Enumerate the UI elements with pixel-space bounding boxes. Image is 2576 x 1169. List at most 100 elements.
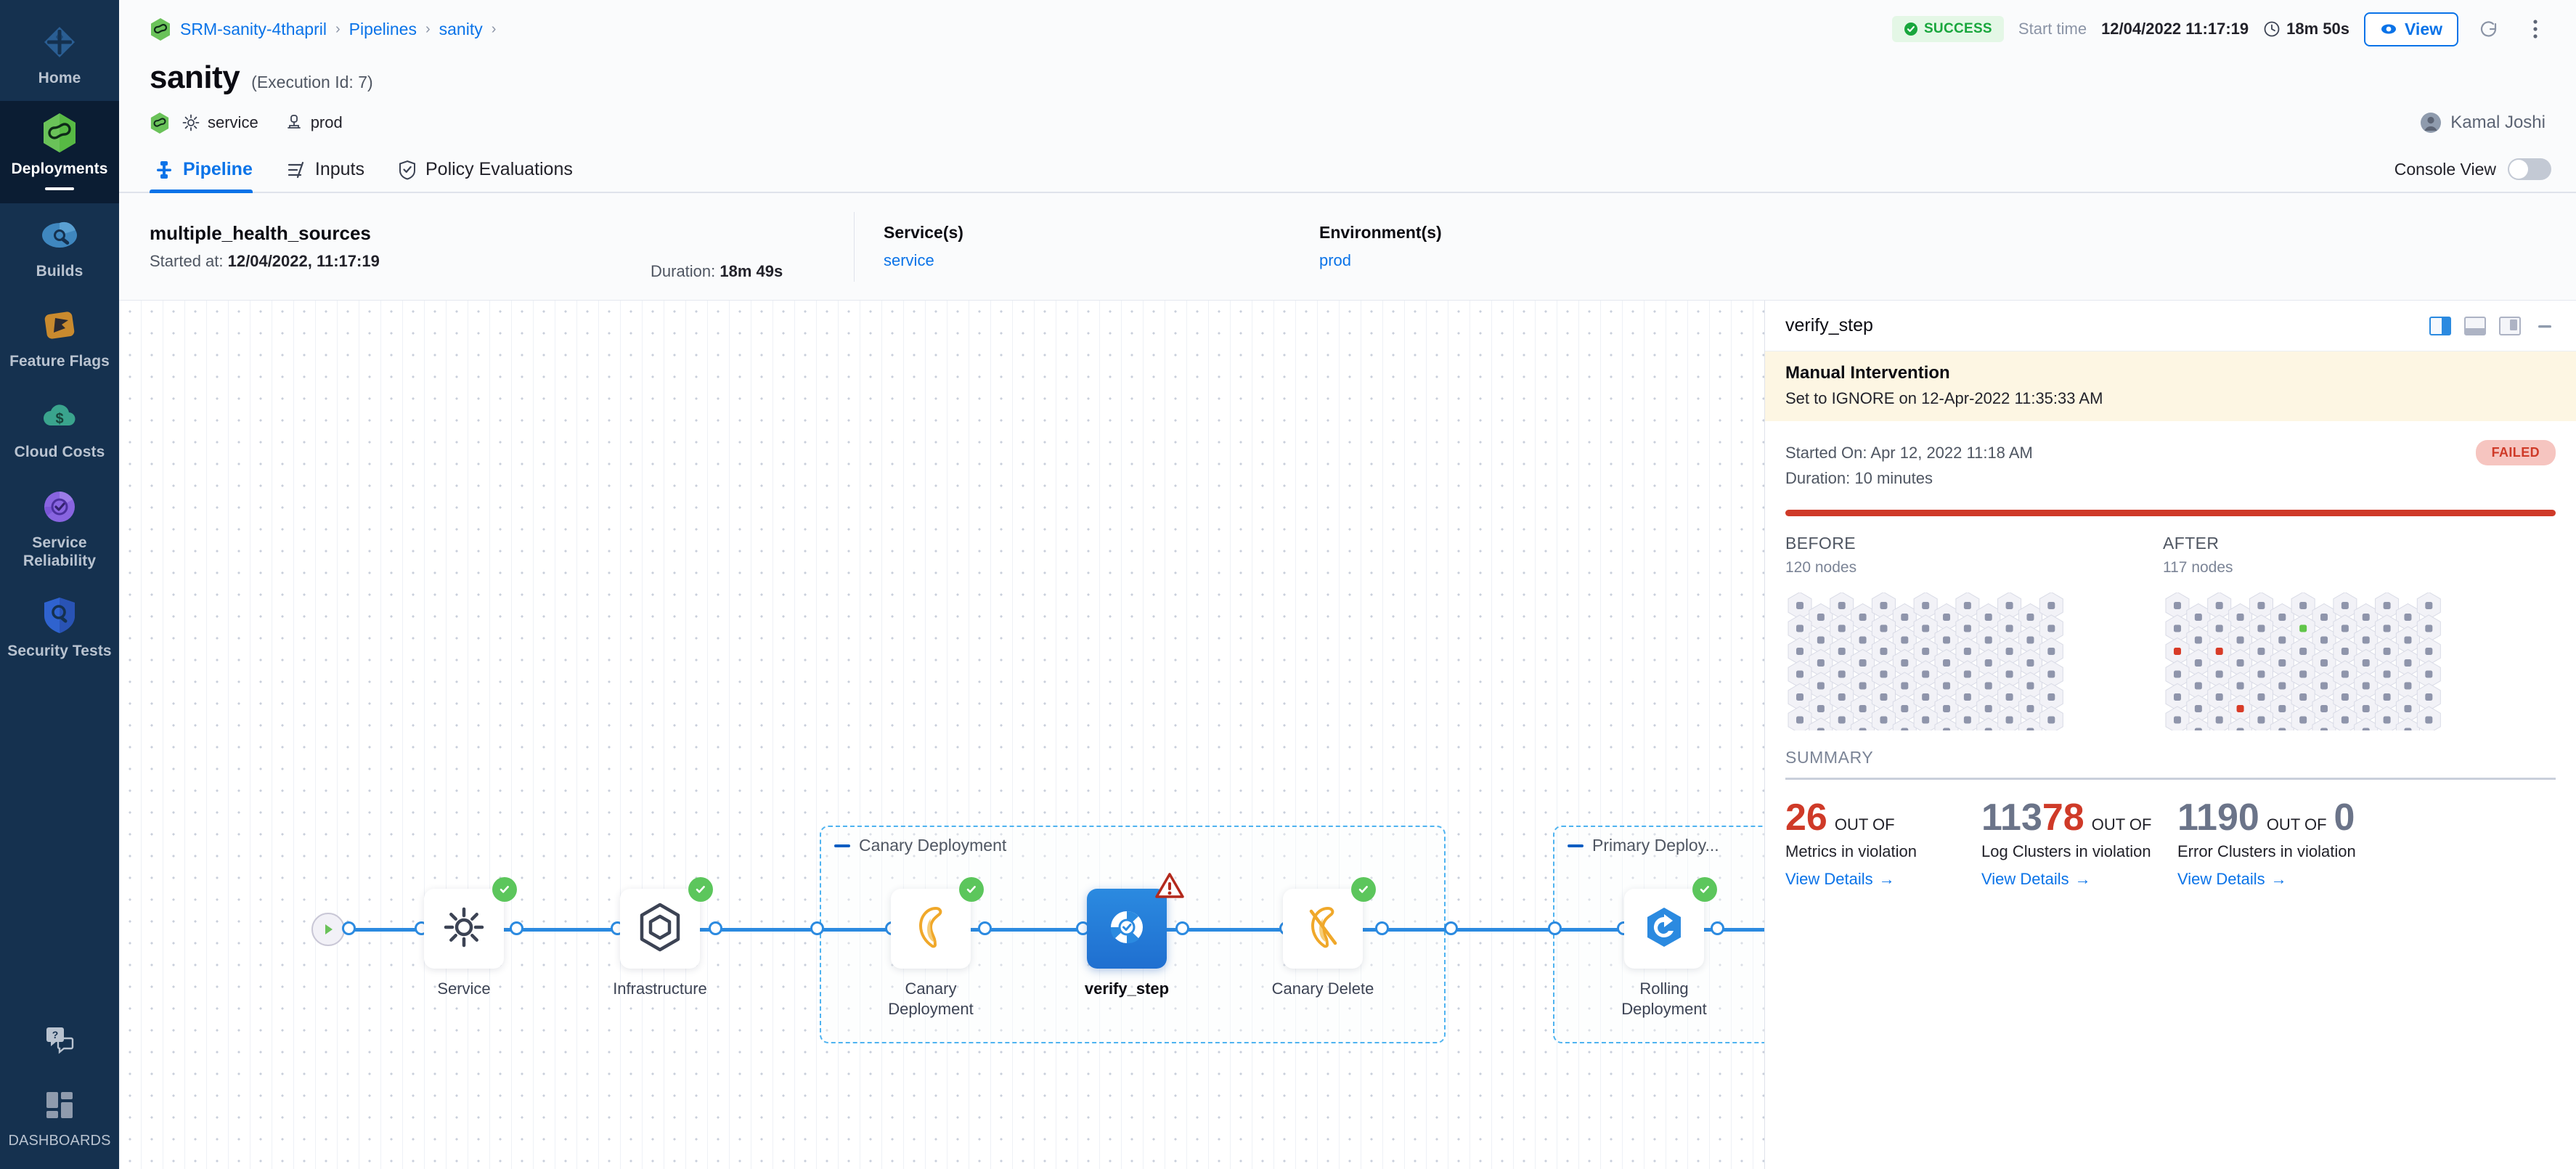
start-time-label: Start time (2018, 20, 2087, 38)
breadcrumb-pipeline[interactable]: sanity (439, 19, 483, 38)
canary-bird-icon (909, 904, 953, 954)
sidebar-item-label: Deployments (11, 160, 108, 177)
stat-error-clusters: 1190 OUT OF 0 Error Clusters in violatio… (2177, 799, 2395, 889)
chevron-right-icon: › (425, 20, 431, 37)
title-row: sanity (Execution Id: 7) (150, 60, 2546, 96)
connector-dot (810, 921, 824, 935)
duration-label: Duration: (651, 262, 716, 280)
panel-float-icon[interactable] (2499, 316, 2521, 335)
summary-header: SUMMARY (1785, 748, 1874, 767)
avatar (2420, 112, 2442, 134)
view-details-link[interactable]: View Details → (1981, 870, 2091, 889)
before-header: BEFORE (1785, 534, 1856, 553)
status-success-icon (1692, 877, 1717, 902)
eye-icon (2380, 20, 2397, 38)
console-view-toggle[interactable]: Console View (2394, 158, 2551, 192)
manual-intervention-title: Manual Intervention (1785, 363, 1950, 383)
status-warning-icon (1154, 870, 1186, 902)
node-label: Canary Deployment (888, 979, 974, 1018)
collapse-icon[interactable] (1568, 844, 1583, 847)
console-view-label: Console View (2394, 159, 2496, 179)
risk-progress-bar (1785, 510, 2556, 517)
started-at-label: Started at: (150, 252, 224, 270)
group-label: Canary Deployment (859, 836, 1007, 855)
pipeline-node-infrastructure[interactable]: Infrastructure (613, 877, 713, 999)
tab-label: Inputs (314, 159, 364, 179)
view-details-link[interactable]: View Details → (1785, 870, 1895, 889)
sidebar-item-builds[interactable]: Builds (0, 203, 119, 294)
sidebar-item-help[interactable]: ? (0, 1008, 119, 1073)
pipeline-node-verify-step[interactable]: verify_step (1085, 873, 1184, 999)
page-title: sanity (150, 60, 240, 95)
panel-bottom-icon[interactable] (2464, 316, 2486, 335)
node-label: Infrastructure (613, 979, 707, 998)
sidebar-item-label: Security Tests (7, 643, 112, 660)
title-block: sanity (Execution Id: 7) service (119, 58, 2576, 139)
node-box[interactable] (891, 877, 984, 969)
group-title: Canary Deployment (834, 836, 1006, 855)
execution-name-block: multiple_health_sources Started at: 12/0… (150, 222, 651, 271)
clock-icon (2263, 20, 2281, 38)
connector-dot (342, 921, 356, 935)
environment-icon (285, 113, 303, 132)
pipeline-node-canary-delete[interactable]: Canary Delete (1272, 877, 1376, 999)
node-box[interactable] (424, 877, 517, 969)
environments-value[interactable]: prod (1319, 251, 1352, 269)
duration-chip: 18m 50s (2263, 20, 2349, 38)
console-view-switch[interactable] (2508, 158, 2551, 180)
connector-dot (1548, 921, 1562, 935)
connector-dot (1711, 921, 1724, 935)
sidebar-item-security-tests[interactable]: Security Tests (0, 583, 119, 674)
node-box[interactable] (1087, 873, 1184, 969)
sidebar-item-label: Home (38, 70, 81, 86)
breadcrumb-pipelines[interactable]: Pipelines (349, 19, 417, 38)
pipeline-node-canary-deployment[interactable]: Canary Deployment (888, 877, 984, 1019)
node-box[interactable] (1624, 877, 1717, 969)
arrow-right-icon: → (1878, 870, 1895, 889)
sidebar-item-service-reliability[interactable]: Service Reliability (0, 475, 119, 584)
duration-value: 18m 50s (2286, 20, 2349, 38)
manual-intervention-banner: Manual Intervention Set to IGNORE on 12-… (1765, 351, 2576, 421)
arrow-right-icon: → (2270, 870, 2287, 889)
breadcrumb-project[interactable]: SRM-sanity-4thapril (180, 19, 327, 38)
sidebar-item-home[interactable]: Home (0, 10, 119, 101)
stat-metrics: 26 OUT OF Metrics in violation View Deta… (1785, 799, 1981, 889)
panel-minimize-icon[interactable] (2534, 317, 2556, 335)
sidebar-item-feature-flags[interactable]: Feature Flags (0, 293, 119, 384)
before-hex-grid (1785, 592, 2163, 731)
after-hex-grid (2163, 592, 2540, 731)
collapse-icon[interactable] (834, 844, 850, 847)
connector-dot (709, 921, 722, 935)
view-button[interactable]: View (2364, 12, 2458, 46)
sidebar-item-dashboards[interactable]: DASHBOARDS (0, 1073, 119, 1169)
primary-sidebar: Home Deployments (0, 0, 119, 1169)
node-box[interactable] (1283, 877, 1376, 969)
tab-pipeline[interactable]: Pipeline (150, 159, 269, 193)
pipeline-node-rolling-deployment[interactable]: Rolling Deployment (1621, 877, 1717, 1019)
sidebar-item-deployments[interactable]: Deployments (0, 100, 119, 203)
pipeline-icon (154, 160, 174, 180)
node-box[interactable] (620, 877, 713, 969)
panel-right-icon[interactable] (2429, 316, 2451, 335)
pipeline-canvas[interactable]: Canary Deployment Primary Deploy... (119, 301, 1764, 1169)
user-menu[interactable]: Kamal Joshi (2420, 112, 2546, 134)
tab-policy-evaluations[interactable]: Policy Evaluations (394, 159, 589, 192)
environments-block: Environment(s) prod (1319, 223, 1755, 270)
panel-layout-controls (2429, 316, 2556, 335)
pipeline-node-service[interactable]: Service (424, 877, 517, 999)
environments-header: Environment(s) (1319, 223, 1442, 242)
view-details-link[interactable]: View Details → (2177, 870, 2287, 889)
tab-inputs[interactable]: Inputs (282, 159, 380, 192)
help-chat-icon: ? (39, 1019, 80, 1060)
more-vertical-icon[interactable] (2519, 13, 2551, 45)
services-value[interactable]: service (884, 251, 934, 269)
tab-bar: Pipeline Inputs Policy Evaluations Conso… (119, 139, 2576, 193)
status-badge: SUCCESS (1891, 16, 2004, 42)
sidebar-item-cloud-costs[interactable]: $ Cloud Costs (0, 384, 119, 475)
execution-duration: Duration: 18m 49s (651, 262, 854, 300)
refresh-icon[interactable] (2473, 13, 2505, 45)
canary-delete-icon (1301, 904, 1345, 954)
pipeline-start-node[interactable] (311, 913, 345, 946)
